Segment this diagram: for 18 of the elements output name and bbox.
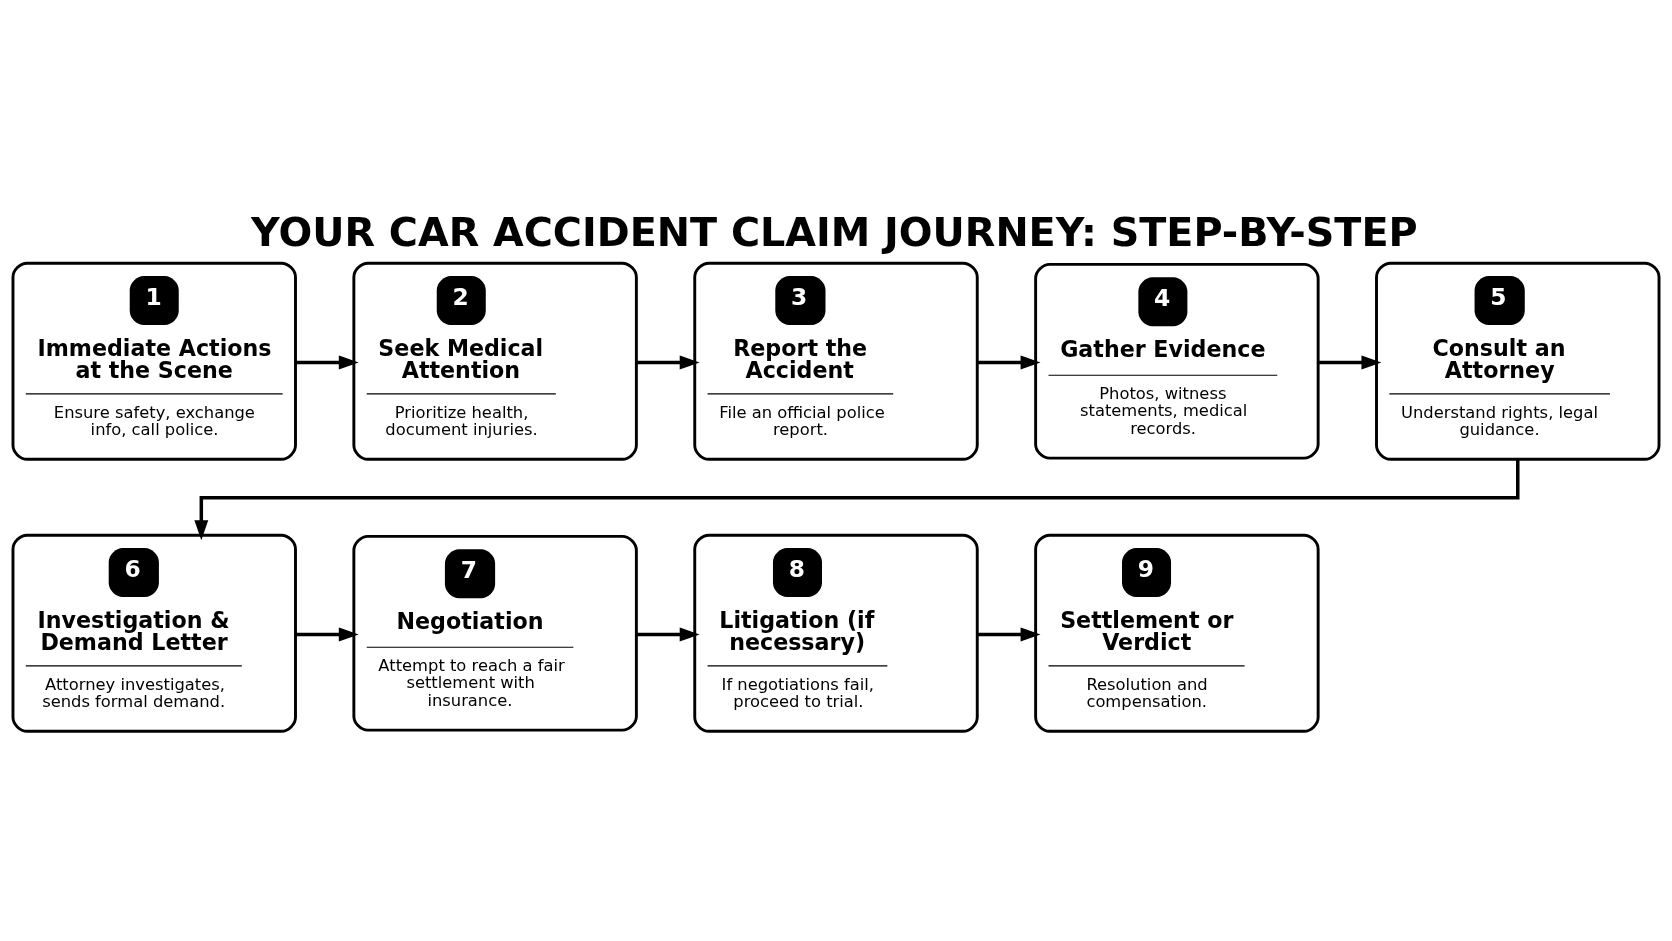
arrow xyxy=(636,626,700,641)
node-box: 9 Settlement or Verdict Resolution and compensation. xyxy=(1034,533,1320,733)
arrow xyxy=(295,626,359,641)
arrow xyxy=(1318,354,1382,369)
node-box: 4 Gather Evidence Photos, witness statements, medical records. xyxy=(1034,262,1320,460)
diagram-title: YOUR CAR ACCIDENT CLAIM JOURNEY: STEP-BY-STEP xyxy=(251,208,1418,255)
node-box: 8 Litigation (if necessary) If negotiations fail, proceed to trial. xyxy=(693,533,979,733)
node-box: 6 Investigation & Demand Letter Attorney investigates, sends formal demand. xyxy=(11,533,297,733)
arrow xyxy=(636,354,700,369)
arrow xyxy=(977,626,1041,641)
node-box: 3 Report the Accident File an official police report. xyxy=(693,261,979,461)
arrow xyxy=(295,354,359,369)
node-box: 2 Seek Medical Attention Prioritize health, document injuries. xyxy=(352,261,638,461)
arrow xyxy=(194,458,1520,540)
node-box: 1 Immediate Actions at the Scene Ensure safety, exchange info, call police. xyxy=(11,261,297,461)
arrow xyxy=(977,354,1041,369)
node-box: 5 Consult an Attorney Understand rights, legal guidance. xyxy=(1375,261,1661,461)
node-box: 7 Negotiation Attempt to reach a fair settlement with insurance. xyxy=(352,534,638,732)
